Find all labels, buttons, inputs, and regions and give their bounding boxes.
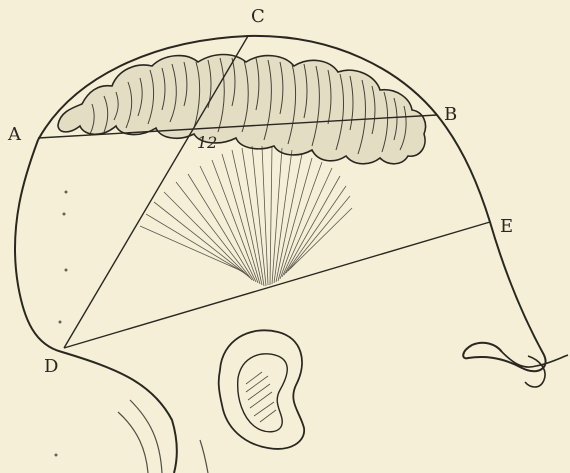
dot-marks (55, 191, 68, 457)
label-a: A (7, 124, 22, 145)
brain-convolutions (58, 55, 426, 164)
brain-outline (58, 55, 426, 164)
ear-hatch (246, 372, 276, 422)
neck-lines (118, 400, 208, 473)
label-e: E (500, 216, 513, 237)
ear (219, 330, 304, 449)
ear-outline (219, 330, 304, 449)
label-b: B (444, 104, 457, 125)
radiating-hatch (140, 146, 352, 286)
label-d: D (44, 356, 58, 377)
label-angle-12: 12 (197, 133, 217, 152)
label-c: C (251, 6, 265, 27)
